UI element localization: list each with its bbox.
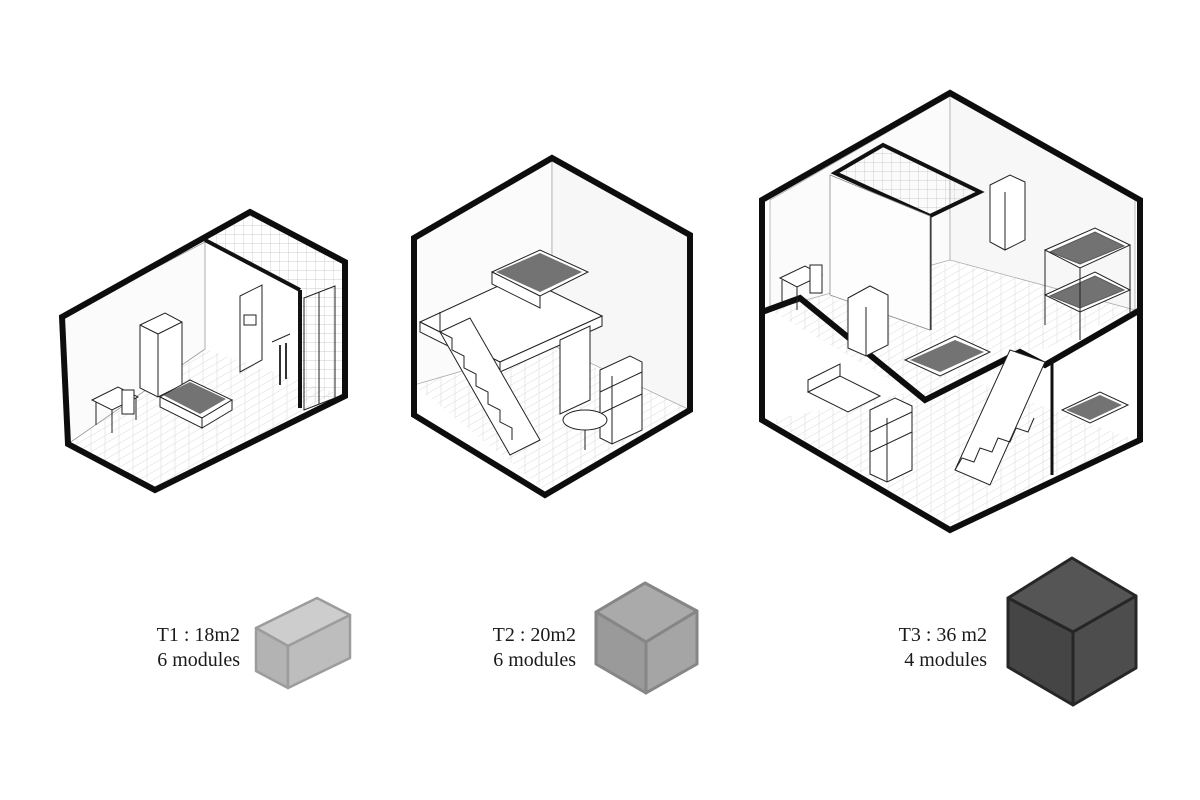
t1-desk — [90, 386, 140, 433]
t3-sofa — [806, 363, 882, 413]
t3-legend-box — [1006, 556, 1138, 707]
t2-unit-drawing — [411, 154, 693, 499]
t3-label: T3 : 36 m2 4 modules — [850, 623, 987, 673]
t2-bookshelf — [599, 355, 643, 445]
t2-legend-box — [594, 581, 699, 695]
t3-wardrobe — [847, 174, 1026, 357]
t1-tiled-wall — [205, 212, 345, 404]
t3-desk — [778, 264, 824, 310]
t1-unit-drawing — [58, 208, 348, 494]
t1-outline — [58, 208, 348, 494]
t3-upper-bed — [903, 335, 992, 377]
t3-lower-floor — [770, 380, 1135, 525]
t1-wardrobe — [139, 312, 183, 398]
t2-modules: 6 modules — [493, 649, 576, 671]
t2-label: T2 : 20m2 6 modules — [445, 623, 576, 673]
t1-legend-box — [254, 596, 352, 690]
t3-lower-shelf — [869, 397, 913, 483]
t3-unit-drawing — [759, 89, 1143, 534]
t1-title: T1 : 18m2 — [156, 624, 240, 646]
t3-title: T3 : 36 m2 — [898, 624, 987, 646]
t3-bunk-bed — [1043, 227, 1132, 340]
t3-modules: 4 modules — [904, 649, 987, 671]
t3-staircase — [954, 349, 1046, 486]
t1-label: T1 : 18m2 6 modules — [110, 623, 240, 673]
t1-modules: 6 modules — [157, 649, 240, 671]
t3-outline — [759, 89, 1143, 534]
t2-staircase — [439, 317, 541, 456]
t1-bed — [158, 379, 234, 429]
t3-bathroom — [830, 142, 985, 219]
t2-bed — [490, 249, 590, 309]
t2-title: T2 : 20m2 — [492, 624, 576, 646]
t3-lower-bed — [1060, 391, 1130, 424]
t2-outline — [411, 154, 693, 499]
